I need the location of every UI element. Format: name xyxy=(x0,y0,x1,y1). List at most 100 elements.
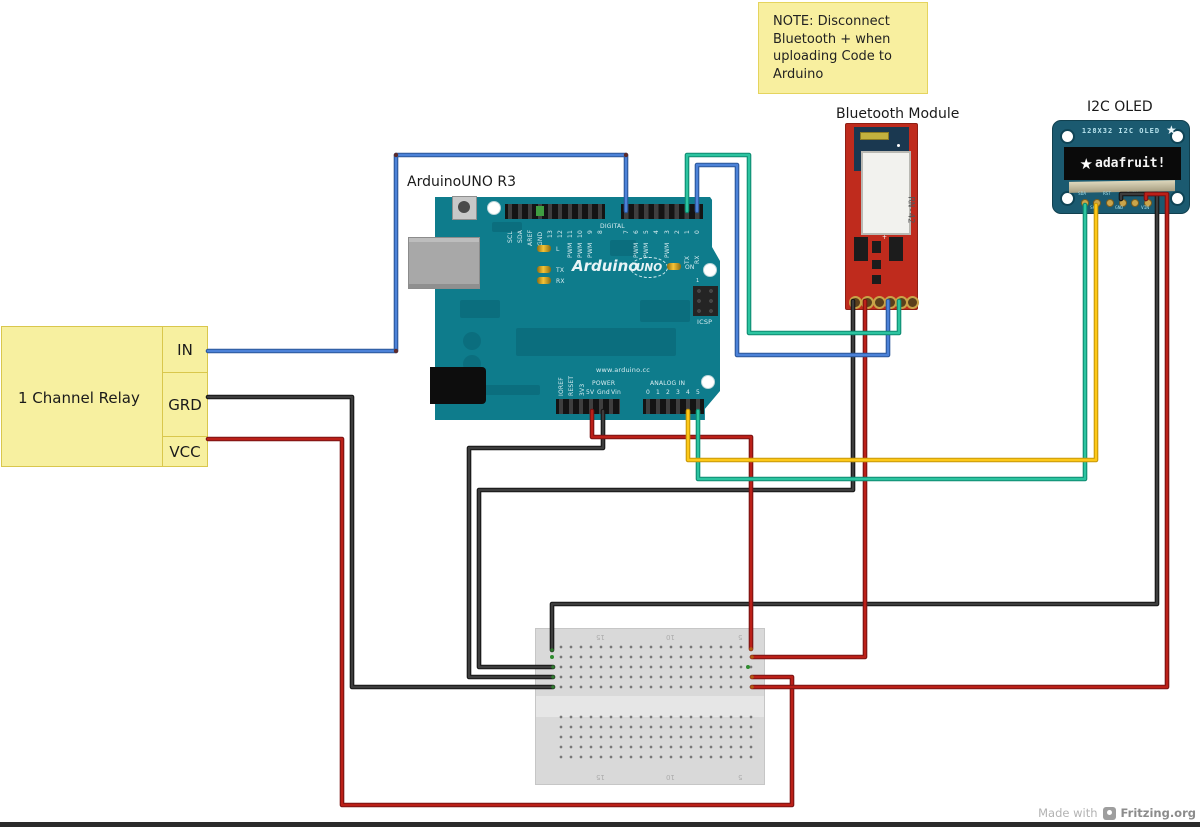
oled-pin-label: GND xyxy=(1115,206,1124,211)
led-l xyxy=(537,245,551,252)
pin-label: 3 xyxy=(676,389,681,396)
pwm-label: PWM xyxy=(567,242,574,258)
icsp-pin1-label: 1 xyxy=(696,278,700,284)
digital-header-left xyxy=(505,204,605,219)
oled-pin-label: SDA xyxy=(1078,192,1087,197)
pin-label: AREF xyxy=(527,229,534,246)
reset-button-cap xyxy=(458,201,470,213)
oled-mounting-hole xyxy=(1170,129,1185,144)
led-tx xyxy=(537,266,551,273)
digital-label: DIGITAL xyxy=(600,223,625,230)
bt-pin xyxy=(906,296,919,309)
bendpoint xyxy=(393,152,399,158)
watermark: Made with Fritzing.org xyxy=(1038,806,1196,820)
bt-component xyxy=(872,241,881,253)
oled-pin-rst xyxy=(1106,199,1114,207)
pin-label: 3V3 xyxy=(579,383,586,396)
led-on-label: ON xyxy=(685,264,695,271)
pcb-detail xyxy=(516,328,676,356)
pin-label: 3 xyxy=(664,229,671,234)
pcb-detail xyxy=(460,300,500,318)
oled-mounting-hole xyxy=(1060,129,1075,144)
pin-label: Vin xyxy=(611,389,622,396)
bottom-bar xyxy=(0,822,1200,827)
note-text: NOTE: Disconnect Bluetooth + when upload… xyxy=(773,14,892,82)
bt-chip: RN-42 xyxy=(861,151,916,235)
mounting-hole xyxy=(487,201,501,215)
icsp-label: ICSP xyxy=(697,318,713,326)
bt-component xyxy=(854,237,868,261)
rx-pin-label: RX xyxy=(694,255,701,264)
bendpoint xyxy=(393,348,399,354)
mounting-hole xyxy=(703,263,717,277)
pin-label: Gnd xyxy=(597,389,610,396)
pcb-detail xyxy=(480,385,540,395)
relay-pin-in: IN xyxy=(162,326,208,373)
breadboard-col-label: 10 xyxy=(666,773,675,781)
pwm-label: PWM xyxy=(633,242,640,258)
breadboard-col-label: 15 xyxy=(596,633,605,641)
oled-screen: ★ adafruit! xyxy=(1064,147,1181,180)
oled-label: I2C OLED xyxy=(1087,99,1153,115)
adafruit-star-icon: ★ xyxy=(1079,154,1093,173)
watermark-made-with: Made with xyxy=(1038,806,1098,820)
pin-label: 5V xyxy=(586,389,595,396)
bluetooth-label: Bluetooth Module xyxy=(836,106,960,122)
tx-pin-label: TX xyxy=(684,255,691,264)
pin-label: GND xyxy=(537,231,544,246)
led-l-label: L xyxy=(556,246,560,253)
pwm-label: PWM xyxy=(664,242,671,258)
oled-module: 128X32 I2C OLED ★ ★ adafruit! SDA RST 3.… xyxy=(1052,120,1190,214)
pin-label: 0 xyxy=(694,229,701,234)
reset-button xyxy=(452,196,477,220)
pin-label: 2 xyxy=(674,229,681,234)
usb-connector xyxy=(408,237,480,289)
led-rx xyxy=(537,277,551,284)
pin-label: 6 xyxy=(633,229,640,234)
pin-label: 13 xyxy=(547,229,554,238)
pcb-detail xyxy=(463,332,481,350)
bt-component xyxy=(872,260,881,269)
pin-label: 4 xyxy=(686,389,691,396)
oled-mounting-hole xyxy=(1170,191,1185,206)
oled-flex-strip xyxy=(1069,180,1175,193)
power-header xyxy=(556,399,620,414)
relay-title: 1 Channel Relay xyxy=(18,389,140,407)
bt-component xyxy=(889,237,903,261)
analog-label: ANALOG IN xyxy=(650,380,686,387)
breadboard-connected-hole xyxy=(550,655,554,659)
pin-label: 10 xyxy=(577,229,584,238)
pin-label: 7 xyxy=(623,229,630,234)
bt-chip-label: RN-42 xyxy=(905,196,916,224)
oled-title: 128X32 I2C OLED xyxy=(1081,127,1161,135)
star-icon: ★ xyxy=(1166,123,1177,137)
led-on xyxy=(667,263,681,270)
breadboard-connected-hole xyxy=(746,665,750,669)
breadboard-col-label: 15 xyxy=(596,773,605,781)
gnd-pin-highlight xyxy=(536,206,544,216)
breadboard-col-label: 5 xyxy=(738,633,743,641)
arduino-url: www.arduino.cc xyxy=(596,366,651,374)
pin-label: 5 xyxy=(643,229,650,234)
pin-label: 1 xyxy=(656,389,661,396)
pin-label: SCL xyxy=(507,231,514,243)
arduino-label: ArduinoUNO R3 xyxy=(407,174,516,190)
pin-label: 4 xyxy=(653,229,660,234)
oled-pin-sda xyxy=(1081,199,1089,207)
oled-pin-33v xyxy=(1131,199,1139,207)
bt-connector xyxy=(860,132,889,140)
breadboard-col-label: 5 xyxy=(738,773,743,781)
icsp-header xyxy=(693,286,718,316)
pin-label: 2 xyxy=(666,389,671,396)
pwm-label: PWM xyxy=(643,242,650,258)
pin-label: 0 xyxy=(646,389,651,396)
arduino-brand: Arduino xyxy=(572,257,639,275)
pin-label: 11 xyxy=(567,229,574,238)
breadboard-col-label: 10 xyxy=(666,633,675,641)
pin-label: 5 xyxy=(696,389,701,396)
pcb-detail xyxy=(640,300,690,322)
pin-label: IOREF xyxy=(558,377,565,396)
oled-pin-label: VIN xyxy=(1141,206,1150,211)
wire-bt-vcc-to-breadboard xyxy=(749,298,868,660)
